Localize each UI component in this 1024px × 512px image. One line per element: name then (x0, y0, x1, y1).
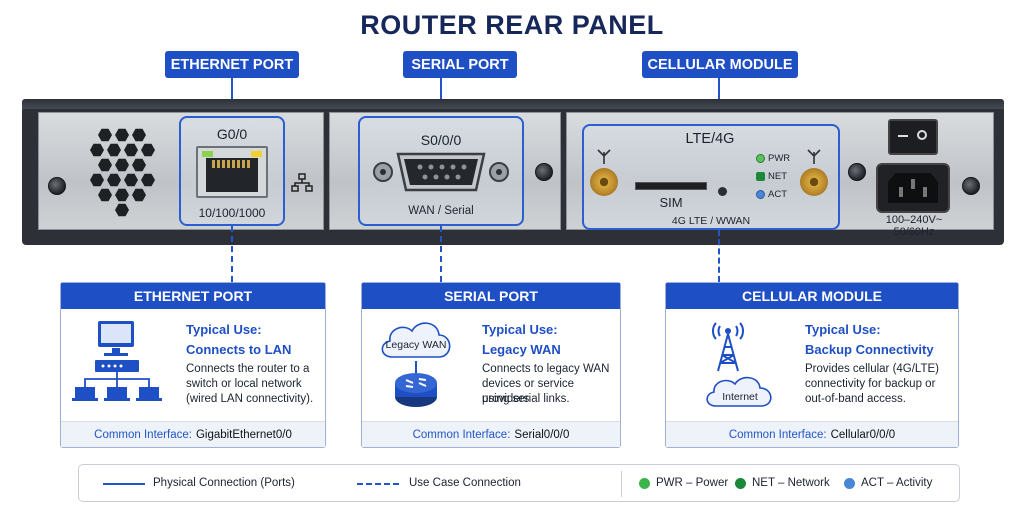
ethernet-solid-connector (231, 78, 233, 118)
rj45-port-icon (196, 146, 268, 198)
network-icon (291, 173, 313, 192)
typical-use-value: Legacy WAN (482, 342, 561, 357)
cellular-info-card: CELLULAR MODULE Internet Typical Use: Ba… (665, 282, 959, 448)
common-interface-label: Common Interface: (412, 428, 511, 441)
power-rating-line-2: 50/60Hz (893, 226, 935, 238)
serial-sub-label: WAN / Serial (408, 205, 474, 217)
legend-pwr-label: PWR – Power (656, 477, 729, 489)
sim-label: SIM (659, 195, 683, 210)
card-footer: Common Interface: Serial0/0/0 (362, 421, 620, 447)
antenna-icon (807, 149, 821, 164)
cloud-icon (706, 376, 772, 407)
serial-info-card: SERIAL PORT Legacy WAN Typical Use: Lega… (361, 282, 621, 448)
card-footer: Common Interface: GigabitEthernet0/0 (61, 421, 325, 447)
cloud-label: Legacy WAN (385, 339, 447, 351)
card-description-line: connectivity for backup or (805, 378, 936, 390)
ethernet-speed-label: 10/100/1000 (198, 206, 266, 220)
card-description-line: using serial links. (482, 393, 570, 405)
ethernet-port-label: G0/0 (216, 126, 248, 142)
ethernet-usecase-connector (231, 226, 233, 282)
sim-slot (635, 182, 707, 190)
act-led (756, 190, 765, 199)
led-pwr-label: PWR (768, 153, 791, 164)
card-description-line: devices or service providers (482, 378, 575, 405)
common-interface-value: Serial0/0/0 (514, 428, 570, 441)
typical-use-label: Typical Use: (805, 322, 881, 337)
led-act-label: ACT (768, 189, 787, 200)
legend-net-label: NET – Network (752, 477, 830, 489)
card-footer: Common Interface: Cellular0/0/0 (666, 421, 958, 447)
serial-port-label: S0/0/0 (420, 132, 462, 148)
typical-use-label: Typical Use: (186, 322, 262, 337)
card-head: ETHERNET PORT (61, 283, 325, 309)
lte-title: LTE/4G (685, 131, 735, 147)
cloud-link-line (415, 361, 417, 373)
card-description-line: Provides cellular (4G/LTE) (805, 363, 939, 375)
screw-icon (848, 163, 866, 181)
screw-icon (962, 177, 980, 195)
cell-tower-icon (712, 322, 744, 372)
lan-topology-icon (72, 321, 162, 401)
common-interface-value: GigabitEthernet0/0 (195, 428, 292, 441)
legend: Physical Connection (Ports) Use Case Con… (78, 464, 960, 502)
screw-icon (48, 177, 66, 195)
serial-usecase-connector (440, 226, 442, 282)
diagram-title: ROUTER REAR PANEL (360, 10, 664, 40)
ethernet-port-tag: ETHERNET PORT (165, 51, 299, 78)
typical-use-value: Backup Connectivity (805, 342, 934, 357)
chassis-top (22, 99, 1004, 111)
antenna-connector-left (590, 168, 618, 196)
ethernet-info-card: ETHERNET PORT Typical Use: Connects to L… (60, 282, 326, 448)
led-net-label: NET (768, 171, 787, 182)
typical-use-label: Typical Use: (482, 322, 558, 337)
card-description-line: Connects to legacy WAN (482, 363, 610, 375)
net-led (756, 172, 765, 181)
legend-physical-label: Physical Connection (Ports) (153, 477, 295, 489)
lte-sub-label: 4G LTE / WWAN (671, 215, 751, 227)
power-switch[interactable] (888, 119, 938, 155)
legend-divider (621, 471, 622, 497)
router-icon (395, 373, 437, 407)
card-description-line: (wired LAN connectivity). (186, 393, 314, 405)
card-head: SERIAL PORT (362, 283, 620, 309)
legend-usecase-label: Use Case Connection (409, 477, 521, 489)
antenna-icon (597, 149, 611, 164)
legend-act-label: ACT – Activity (861, 477, 933, 489)
serial-port-tag: SERIAL PORT (403, 51, 517, 78)
common-interface-label: Common Interface: (728, 428, 827, 441)
left-plate (38, 112, 324, 230)
legend-solid-line (103, 483, 145, 485)
serial-solid-connector (440, 78, 442, 118)
legend-dashed-line (357, 483, 399, 485)
power-inlet-icon (876, 163, 950, 213)
power-rating-line-1: 100–240V~ (885, 214, 943, 226)
common-interface-label: Common Interface: (94, 428, 192, 441)
legend-net-dot (735, 478, 746, 489)
legend-pwr-dot (639, 478, 650, 489)
db9-serial-connector-icon (373, 152, 509, 192)
card-description-line: switch or local network (186, 378, 302, 390)
cellular-module-tag: CELLULAR MODULE (642, 51, 798, 78)
legend-act-dot (844, 478, 855, 489)
cloud-icon (381, 322, 451, 358)
pwr-led (756, 154, 765, 163)
reset-button[interactable] (718, 187, 727, 196)
card-description-line: Connects the router to a (186, 363, 310, 375)
card-description-line: out-of-band access. (805, 393, 907, 405)
cloud-label: Internet (722, 391, 758, 403)
screw-icon (535, 163, 553, 181)
common-interface-value: Cellular0/0/0 (830, 428, 896, 441)
card-head: CELLULAR MODULE (666, 283, 958, 309)
typical-use-value: Connects to LAN (186, 342, 292, 357)
cellular-usecase-connector (718, 230, 720, 282)
cellular-module-highlight (582, 124, 840, 230)
antenna-connector-right (800, 168, 828, 196)
